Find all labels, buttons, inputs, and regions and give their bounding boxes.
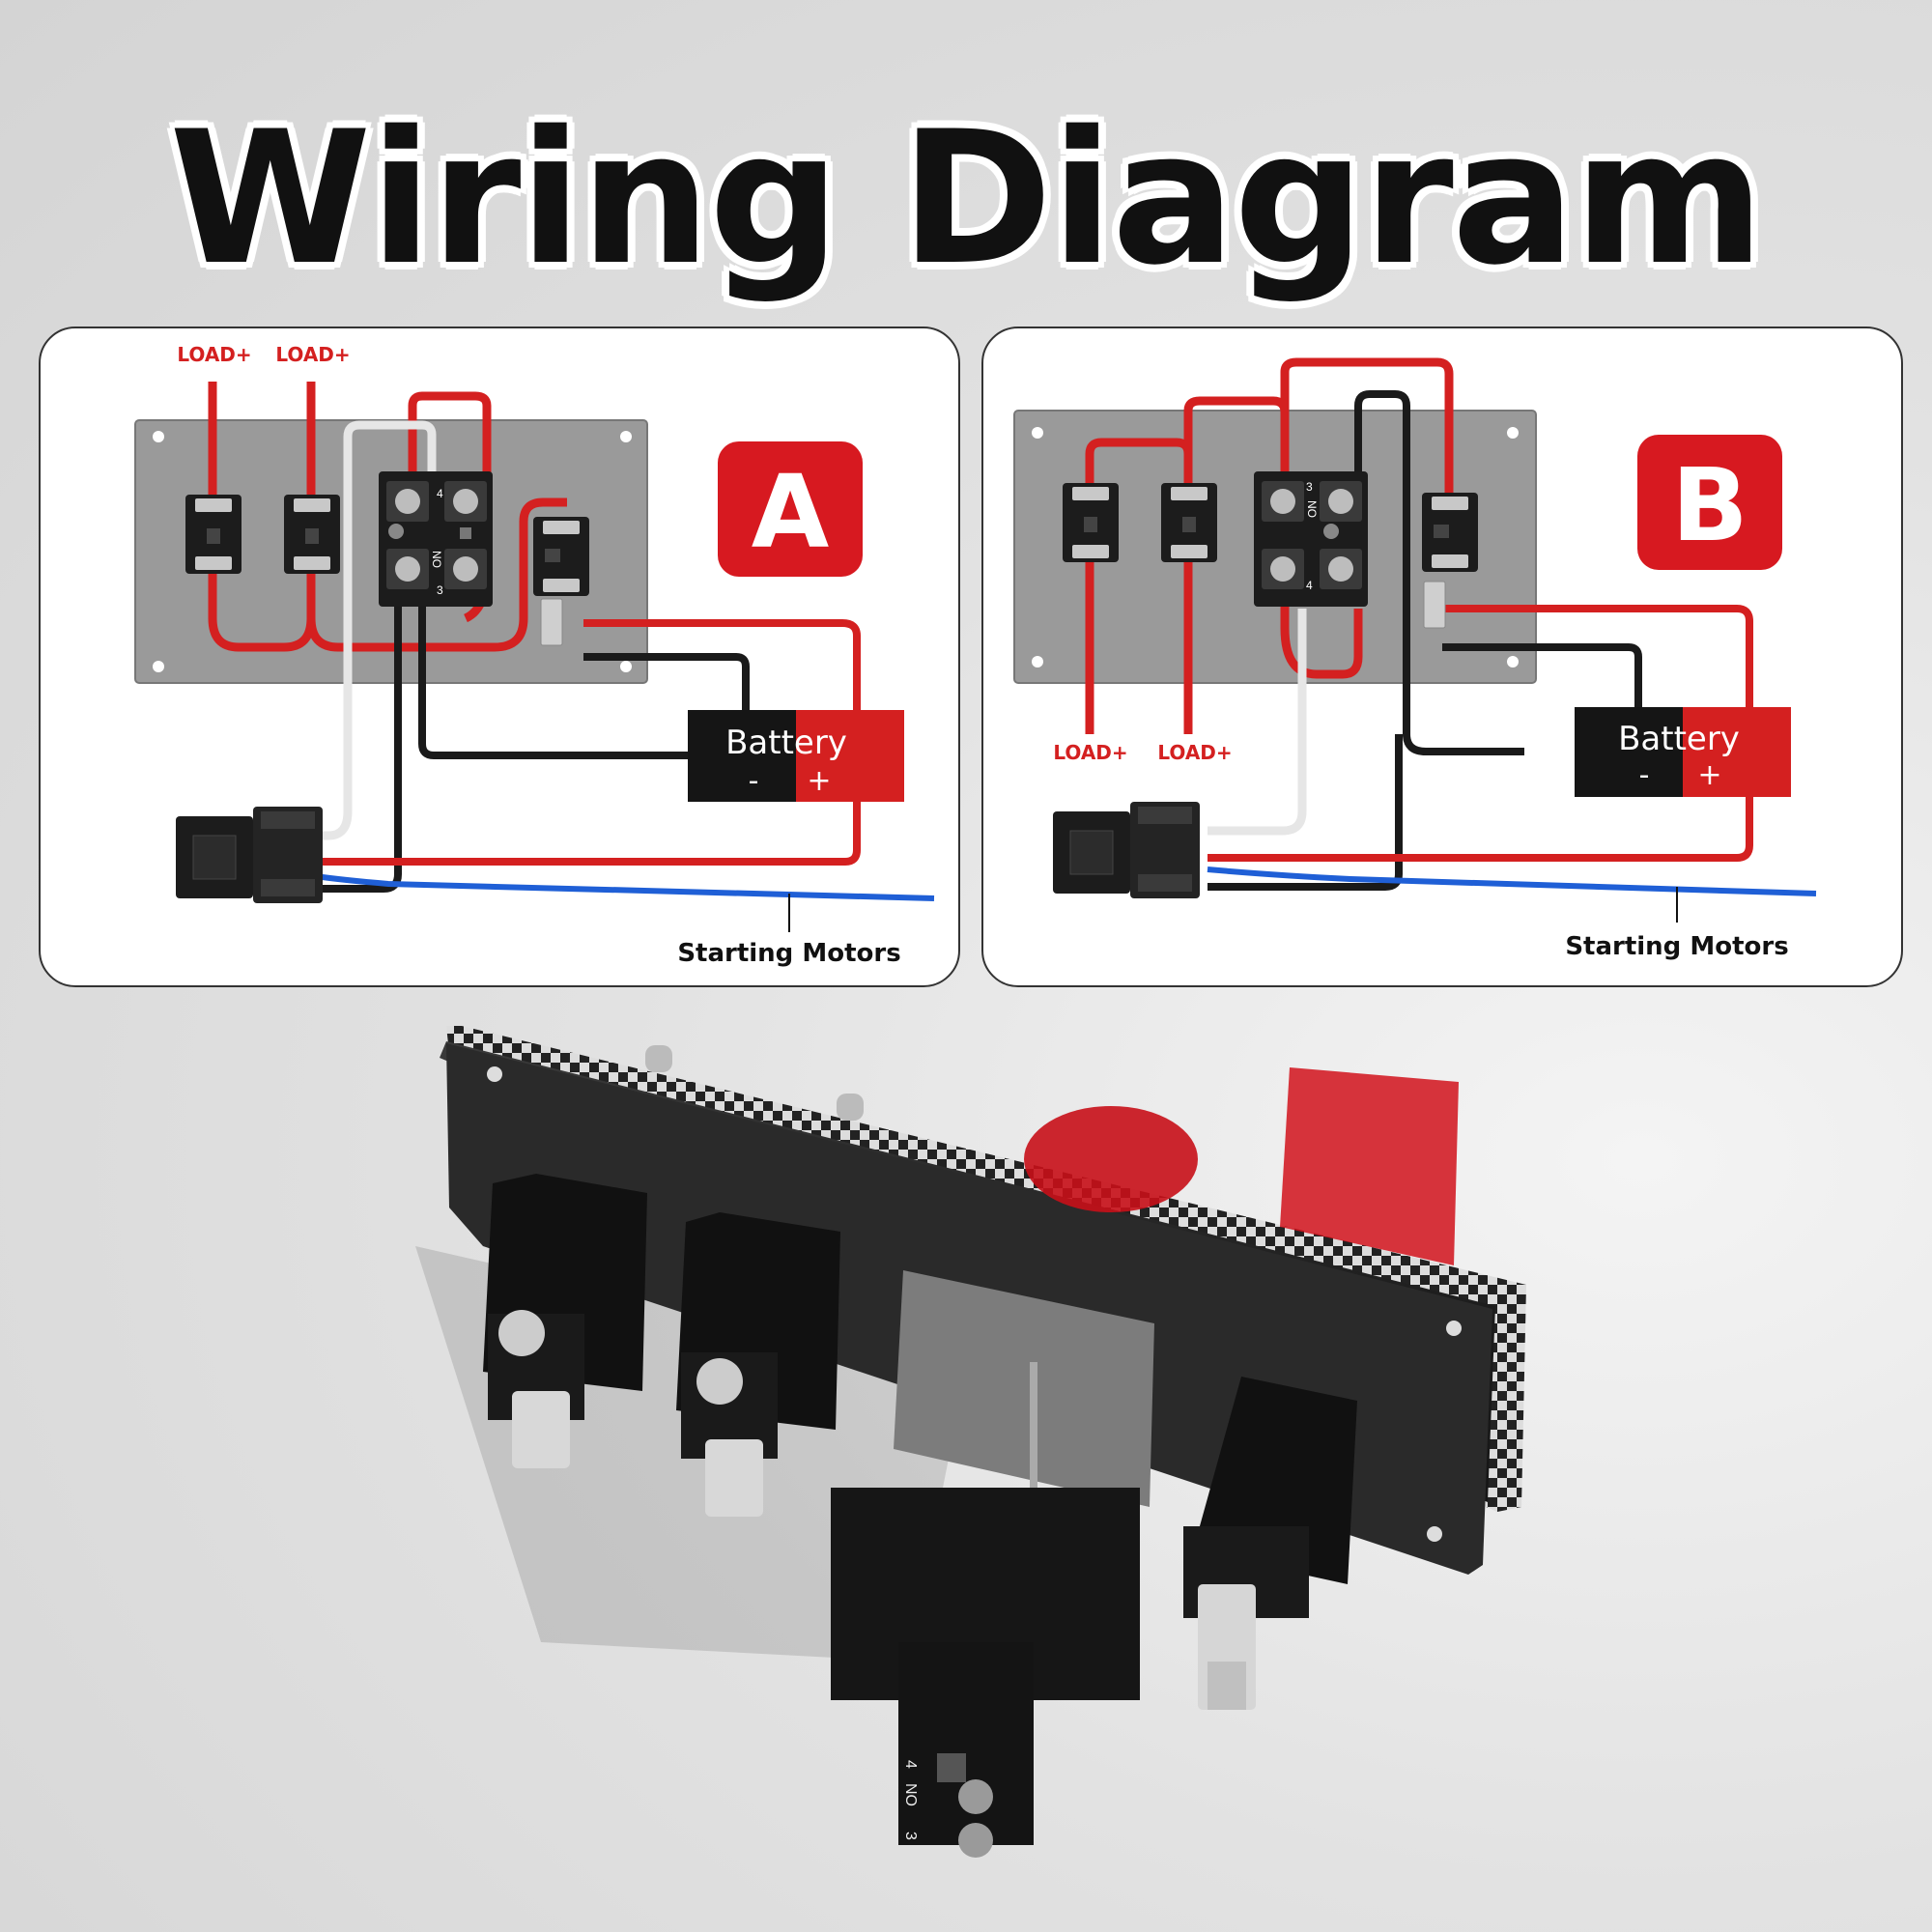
mounting-hole (153, 431, 164, 442)
motor-label: Starting Motors (677, 939, 900, 968)
relay-connector (1053, 802, 1200, 898)
switch-no-label: NO (1305, 500, 1319, 518)
rear-toggle-switch-2 (676, 1212, 840, 1517)
mounting-hole (1507, 427, 1519, 439)
black-top-loop (1354, 390, 1524, 755)
relay-connector (176, 807, 323, 903)
toggle-switch-1 (185, 495, 242, 574)
badge-b-text: B (1671, 446, 1747, 564)
diagram-a-panel: 4 NO 3 A Battery - + LOAD+ LOAD+ Startin… (39, 327, 960, 987)
toggle-switch-2 (1161, 483, 1217, 562)
switch-pin3-label: 3 (1306, 480, 1313, 494)
battery-negative: - (1639, 758, 1650, 792)
red-battery-wire (303, 619, 861, 866)
red-bus-wire (208, 497, 567, 652)
ignition-toggle-switch (1422, 493, 1478, 629)
safety-cover (1280, 1067, 1459, 1265)
black-motor-wire (1208, 734, 1403, 891)
diagram-b-canvas: 3 NO 4 B Battery - + LOAD+ LOAD+ Startin… (1013, 357, 1817, 961)
mounting-hole (1507, 656, 1519, 668)
motor-label: Starting Motors (1565, 932, 1788, 961)
black-ground-wire (583, 653, 750, 710)
diagram-b-panel: 3 NO 4 B Battery - + LOAD+ LOAD+ Startin… (981, 327, 1903, 987)
switch-pin4-label: 4 (437, 487, 443, 500)
switch-no-label: NO (430, 551, 443, 568)
load-label-2: LOAD+ (275, 343, 350, 366)
switch-pin4-label: 4 (1306, 579, 1313, 592)
start-button-cap (1024, 1106, 1198, 1212)
toggle-switch-2 (284, 495, 340, 574)
red-bus-wire (1085, 396, 1363, 679)
battery (1575, 707, 1791, 797)
mounting-hole (620, 661, 632, 672)
product-pin3-label: 3 (902, 1832, 919, 1840)
start-button-switch (1254, 471, 1368, 607)
toggle-cap-1 (645, 1045, 672, 1072)
red-battery-wire (1208, 605, 1753, 862)
switch-pin3-label: 3 (437, 583, 443, 597)
battery (688, 710, 904, 802)
rear-start-switch (831, 1270, 1154, 1858)
battery-positive: + (1697, 758, 1721, 792)
product-no-label: NO (902, 1783, 919, 1806)
mounting-hole (1032, 656, 1043, 668)
blue-motor-wire (1207, 867, 1817, 896)
mounting-hole (620, 431, 632, 442)
load-label-1: LOAD+ (177, 343, 251, 366)
battery-negative: - (749, 764, 759, 798)
panel-hole (487, 1066, 502, 1082)
diagram-b-badge: B (1637, 435, 1782, 570)
diagram-a-badge: A (718, 441, 863, 577)
black-ground-wire (1442, 643, 1642, 707)
mounting-hole (1032, 427, 1043, 439)
panel-hole (1427, 1526, 1442, 1542)
rear-toggle-switch-1 (483, 1174, 647, 1468)
battery-positive: + (807, 764, 831, 798)
start-button-switch (379, 471, 493, 607)
white-wire (303, 420, 437, 840)
black-switch-wire (418, 599, 688, 759)
battery-label: Battery (725, 724, 847, 762)
page-title: Wiring Diagram (169, 92, 1765, 305)
toggle-switch-1 (1063, 483, 1119, 562)
product-pin4-label: 4 (902, 1760, 919, 1769)
load-label-2: LOAD+ (1157, 741, 1232, 764)
panel-hole (1446, 1321, 1462, 1336)
rear-ignition-switch (1183, 1377, 1357, 1710)
battery-label: Battery (1618, 720, 1740, 758)
red-top-loop (1280, 357, 1454, 493)
badge-a-text: A (752, 453, 830, 571)
toggle-cap-2 (837, 1094, 864, 1121)
white-wire (1208, 609, 1307, 836)
diagram-a-canvas: 4 NO 3 A Battery - + LOAD+ LOAD+ Startin… (134, 343, 935, 968)
mounting-hole (153, 661, 164, 672)
load-label-1: LOAD+ (1053, 741, 1127, 764)
ignition-toggle-switch (533, 517, 589, 646)
